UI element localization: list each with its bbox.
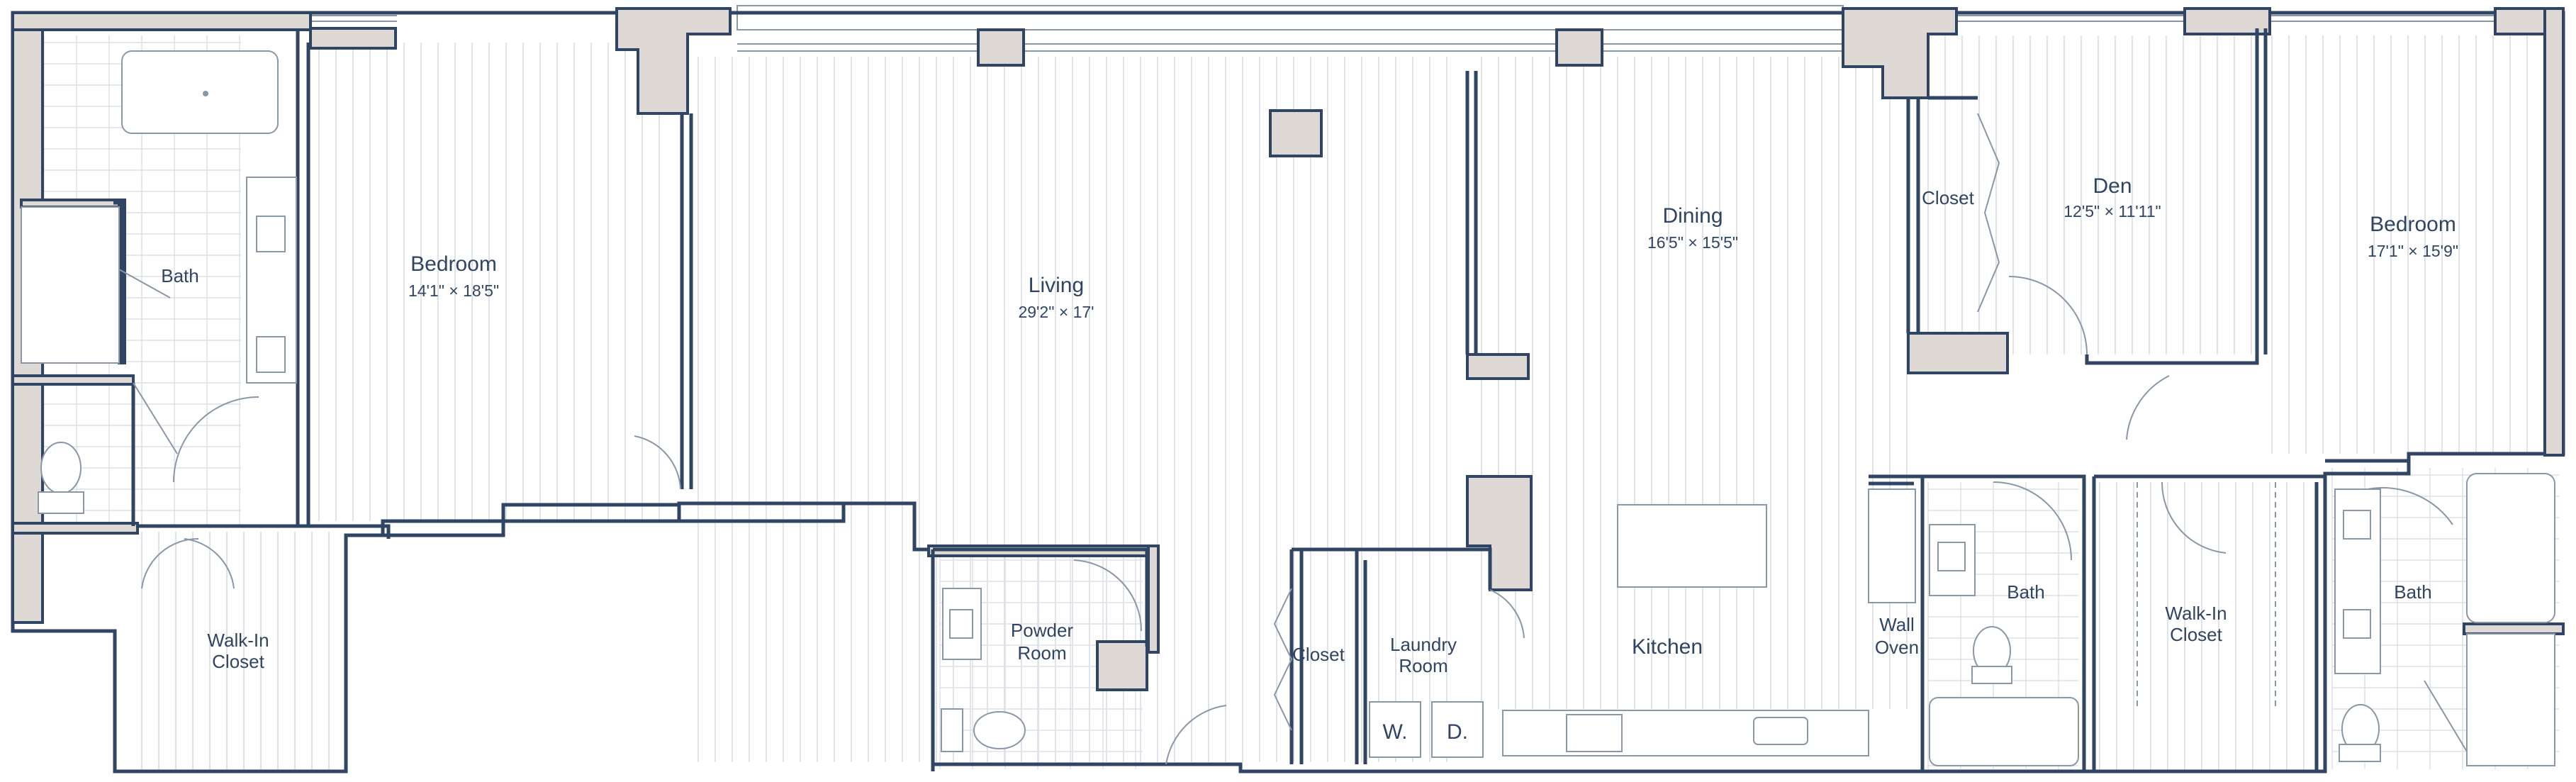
wall-oven-label-2: Oven [1875,637,1919,658]
bedroom-left-dims: 14'1" × 18'5" [408,281,499,300]
powder-label-1: Powder [1011,620,1073,641]
walkin-right-label-1: Walk-In [2165,603,2227,624]
den-label: Den [2093,174,2132,198]
fixtures [21,50,2555,766]
bedroom-right-label: Bedroom [2370,213,2456,236]
closet-den-label: Closet [1922,187,1974,208]
den-dims: 12'5" × 11'11" [2063,202,2161,220]
bath-left-label: Bath [161,265,199,286]
powder-label-2: Room [1017,642,1066,664]
wall-oven-label-1: Wall [1879,614,1915,635]
walkin-left-label-1: Walk-In [207,630,269,651]
dryer-label: D. [1447,720,1468,744]
laundry-label-1: Laundry [1390,634,1457,655]
washer-label: W. [1383,720,1408,744]
living-dims: 29'2" × 17' [1018,303,1094,321]
wall-blocks [11,7,2565,691]
bath-right-label: Bath [2394,581,2432,603]
dining-dims: 16'5" × 15'5" [1647,233,1738,252]
wood-plank-lines [141,35,2528,769]
bedroom-right-dims: 17'1" × 15'9" [2368,242,2458,260]
bath-mid-right-label: Bath [2007,581,2045,603]
kitchen-label: Kitchen [1632,635,1703,659]
room-labels: Bath Bedroom 14'1" × 18'5" Walk-In Close… [161,174,2458,744]
living-label: Living [1029,274,1084,297]
laundry-label-2: Room [1399,655,1447,676]
closet-mid-label: Closet [1292,644,1345,665]
dining-label: Dining [1662,204,1723,228]
bedroom-left-label: Bedroom [410,252,497,276]
window-strip [92,5,2495,52]
walkin-right-label-2: Closet [2170,624,2222,645]
walkin-left-label-2: Closet [212,651,264,672]
interior-walls [113,28,2409,771]
